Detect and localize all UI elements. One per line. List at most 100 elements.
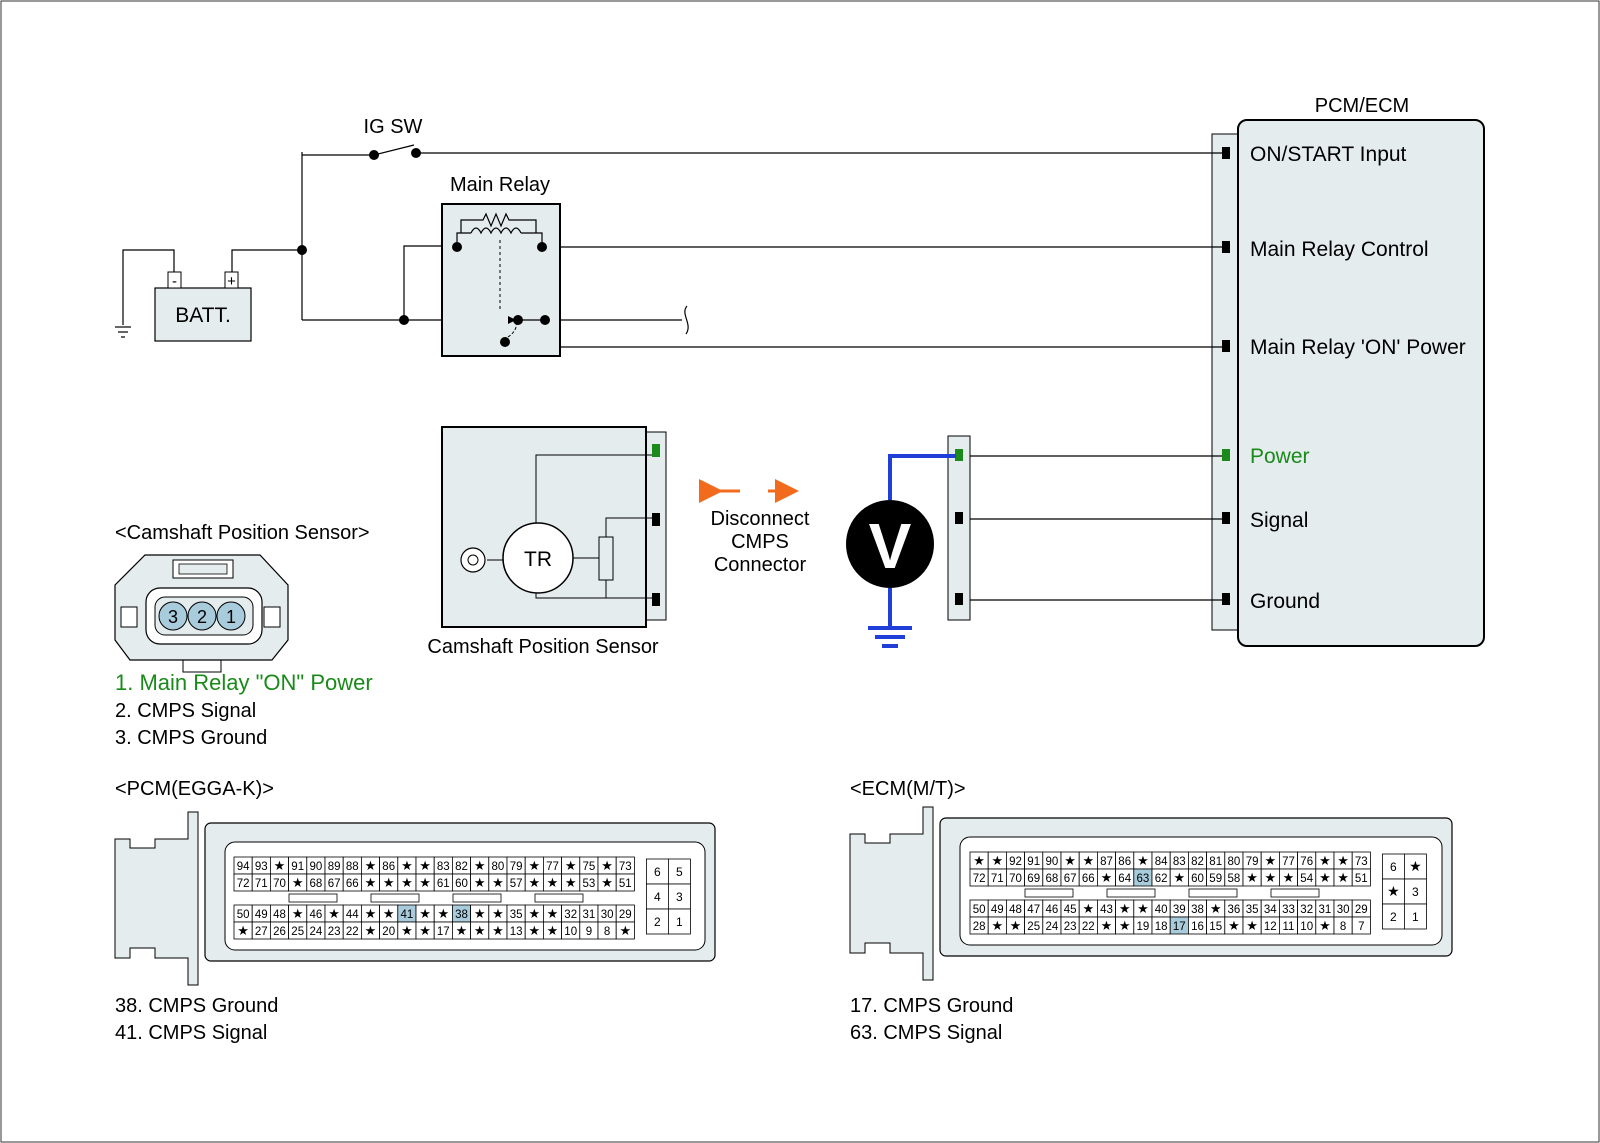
ecm-pin-label: 73: [1355, 856, 1368, 868]
ecm-pin-label: ★: [1319, 870, 1331, 885]
ecm-pin-label: 63: [1137, 873, 1150, 885]
ecm-pin-label: ★: [1246, 870, 1258, 885]
pcm-pin-label: 86: [382, 861, 395, 873]
ecm-pin-label: 12: [1264, 921, 1277, 933]
ecu-pin-signal: [1222, 512, 1230, 524]
pcm-side-pin-label: 2: [654, 915, 661, 929]
pcm-pin-label: ★: [492, 906, 504, 921]
ecm-pin-label: ★: [973, 853, 985, 868]
sensor-pin-power: [652, 444, 660, 457]
ecm-side-pin-label: ★: [1409, 858, 1422, 874]
ecm-pin-label: 46: [1046, 904, 1059, 916]
ecm-pin-label: 30: [1337, 904, 1350, 916]
cmps-connector-latch-inner: [178, 563, 228, 575]
pcm-pin-label: 90: [310, 861, 323, 873]
pcm-pin-label: 8: [604, 926, 610, 938]
ecm-pin-label: 43: [1100, 904, 1113, 916]
ig-switch-label: IG SW: [364, 116, 423, 138]
ecm-pin-label: 45: [1064, 904, 1077, 916]
ecu-terminal-power: Power: [1250, 445, 1310, 468]
ground-symbol: [115, 326, 131, 338]
pcm-pin-label: ★: [437, 906, 449, 921]
pcm-side-pin-label: 4: [654, 890, 661, 904]
ecm-pin-label: ★: [1137, 901, 1149, 916]
pcm-pin-label: ★: [474, 858, 486, 873]
ecm-pin-label: ★: [1337, 853, 1349, 868]
junction-dot: [297, 245, 307, 255]
pcm-pin-label: ★: [474, 875, 486, 890]
pcm-pin-label: 20: [382, 926, 395, 938]
ecm-pin-label: ★: [1137, 853, 1149, 868]
ecm-side-pin-label: ★: [1387, 883, 1400, 899]
cmps-pin-3-label: 3: [168, 607, 178, 627]
ecu-pin-ground: [1222, 593, 1230, 605]
ecm-pin-label: 83: [1173, 856, 1186, 868]
cmps-pin-2-label: 2: [197, 607, 207, 627]
pcm-pin-label: 24: [310, 926, 323, 938]
pcm-pin-label: ★: [328, 906, 340, 921]
ecm-side-pin-label: 1: [1412, 910, 1419, 924]
pcm-pin-label: 22: [346, 926, 359, 938]
disconnect-label-1: Disconnect: [711, 508, 810, 530]
ecm-pin-label: ★: [991, 853, 1003, 868]
battery: - + BATT.: [154, 271, 252, 342]
pcm-side-pin-cell: [668, 908, 691, 935]
pcm-pin-label: ★: [365, 858, 377, 873]
ecm-pin-label: 62: [1155, 873, 1168, 885]
pcm-pin-label: ★: [274, 858, 286, 873]
ecm-pin-label: 54: [1300, 873, 1313, 885]
ig-switch: IG SW: [364, 116, 423, 160]
relay-resistor: [460, 212, 537, 233]
pcm-pin-cell: [615, 921, 635, 940]
ecm-pin-label: 36: [1228, 904, 1241, 916]
cmps-legend-3: 3. CMPS Ground: [115, 727, 267, 749]
voltmeter-icon: V: [846, 500, 934, 588]
ecm-pin-label: 8: [1340, 921, 1346, 933]
pcm-side-pin-label: 6: [654, 865, 661, 879]
ecu-terminal-signal: Signal: [1250, 509, 1308, 532]
ecm-pin-label: 39: [1173, 904, 1186, 916]
ig-switch-contact: [411, 148, 421, 158]
pcm-pin-label: 13: [510, 926, 523, 938]
ecm-pin-label: ★: [1010, 918, 1022, 933]
ecm-pin-label: 82: [1191, 856, 1204, 868]
ecm-pin-label: 90: [1046, 856, 1059, 868]
sensor-pin-signal: [652, 513, 660, 526]
ecm-key-slot: [1106, 888, 1156, 898]
ecm-pin-label: ★: [1173, 870, 1185, 885]
sensor-wire-power: [535, 454, 652, 525]
pcm-pin-label: ★: [419, 875, 431, 890]
pcm-pin-label: 32: [564, 909, 577, 921]
wire-batt-plus: [231, 249, 302, 280]
junction-dot: [399, 315, 409, 325]
pcm-side-pin-label: 5: [676, 865, 683, 879]
ecm-key-slot: [1270, 888, 1320, 898]
pcm-pin-label: 25: [291, 926, 304, 938]
pcm-pin-label: 82: [455, 861, 468, 873]
pcm-pin-label: 93: [255, 861, 268, 873]
ecm-pin-label: 40: [1155, 904, 1168, 916]
ecm-pin-label: 22: [1082, 921, 1095, 933]
pcm-pin-label: 35: [510, 909, 523, 921]
disconnect-label-2: CMPS: [731, 531, 789, 553]
sensor-tr-circle: [502, 522, 574, 594]
ecm-pin-label: 35: [1246, 904, 1259, 916]
ecm-pin-label: 84: [1155, 856, 1168, 868]
ecm-pin-label: 68: [1046, 873, 1059, 885]
ecu-connector-strip: [1211, 133, 1241, 631]
pcm-pin-label: 48: [273, 909, 286, 921]
ecu-terminal-main-relay-control: Main Relay Control: [1250, 238, 1429, 261]
harness-pin-power: [955, 449, 963, 461]
wire-break-mark: [684, 305, 689, 335]
ecm-pin-label: 16: [1191, 921, 1204, 933]
ecm-pin-label: ★: [1082, 853, 1094, 868]
ecm-pin-label: 10: [1300, 921, 1313, 933]
pcm-pin-label: 73: [619, 861, 632, 873]
ecm-pin-label: ★: [1319, 918, 1331, 933]
ecu-terminal-on-start: ON/START Input: [1250, 143, 1407, 166]
ecm-pin-label: ★: [1210, 901, 1222, 916]
ecu-pin-main-relay-on-power: [1222, 340, 1230, 352]
ecm-pin-cell: [1351, 868, 1371, 887]
pcm-key-slot: [288, 893, 338, 903]
